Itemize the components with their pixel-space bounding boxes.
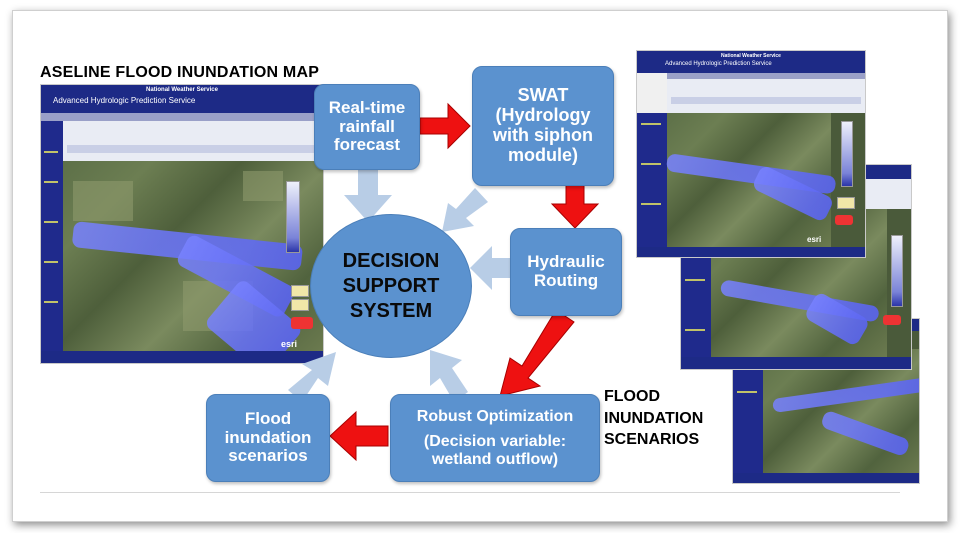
node-line: rainfall [339,116,395,136]
map-control [291,299,309,311]
node-line: with siphon [493,125,593,145]
red-arrow-rainfall-to-swat [419,102,471,150]
hydraulic-routing-node: Hydraulic Routing [510,228,622,316]
map-sidebar [41,121,63,363]
dss-line: DECISION [342,249,440,272]
map-footer [41,351,323,363]
red-arrow-hydraulic-to-optimization [499,309,575,397]
pale-arrow-rainfall-to-dss [344,170,392,222]
node-line: Routing [533,271,599,290]
pale-arrow-flood-to-dss [288,352,336,402]
dss-line: SYSTEM [349,299,433,322]
node-line: (Hydrology [495,105,591,126]
scenarios-title-line: FLOOD [604,388,660,405]
map-aerial-imagery [63,161,323,363]
node-line: module) [508,144,578,165]
swat-node: SWAT (Hydrology with siphon module) [472,66,614,186]
scenarios-title: FLOOD INUNDATION SCENARIOS [604,386,703,451]
rainfall-forecast-node: Real-time rainfall forecast [314,84,420,170]
map-content-panel [63,121,323,161]
map-service-text: Advanced Hydrologic Prediction Service [665,61,772,67]
youtube-icon [291,317,313,329]
map-control [291,285,309,297]
map-nav-bar [41,113,323,121]
node-line: Robust Optimization [416,407,574,425]
map-header: National Weather Service Advanced Hydrol… [41,85,323,113]
decision-support-system-node: DECISION SUPPORT SYSTEM [310,214,472,358]
node-line: forecast [333,135,401,155]
esri-logo-text: esri [807,235,822,244]
map-depth-legend [286,181,300,253]
youtube-icon [835,215,853,225]
red-arrow-swat-to-hydraulic [550,183,600,229]
baseline-map-title: ASELINE FLOOD INUNDATION MAP [40,64,320,81]
node-line: Hydraulic [527,252,605,272]
pale-arrow-optimization-to-dss [430,350,468,402]
scenarios-title-line: INUNDATION [604,409,704,427]
scenario-map-screenshot-1: National Weather Service Advanced Hydrol… [636,50,866,258]
flood-inundation-scenarios-node: Flood inundation scenarios [206,394,330,482]
youtube-icon [883,315,901,325]
slide-baseline-rule [40,492,900,493]
dss-line: SUPPORT [342,274,440,297]
map-agency-text: National Weather Service [146,87,218,93]
node-line: SWAT [517,85,569,106]
red-arrow-optimization-to-flood [329,410,389,462]
map-tabs [67,145,319,153]
node-line: Flood [244,408,292,428]
esri-logo-text: esri [281,339,298,349]
node-line: Real-time [328,97,406,117]
node-line: wetland outflow) [431,450,559,468]
pale-arrow-swat-to-dss [442,188,488,232]
node-line: (Decision variable: [423,433,567,451]
robust-optimization-node: Robust Optimization (Decision variable: … [390,394,600,482]
baseline-map-screenshot: National Weather Service Advanced Hydrol… [40,84,324,364]
scenarios-title-line: SCENARIOS [604,431,700,449]
map-agency-text: National Weather Service [721,53,781,59]
node-line: scenarios [228,446,308,466]
map-service-text: Advanced Hydrologic Prediction Service [53,96,196,105]
pale-arrow-hydraulic-to-dss [470,246,510,290]
node-line: inundation [224,427,312,447]
